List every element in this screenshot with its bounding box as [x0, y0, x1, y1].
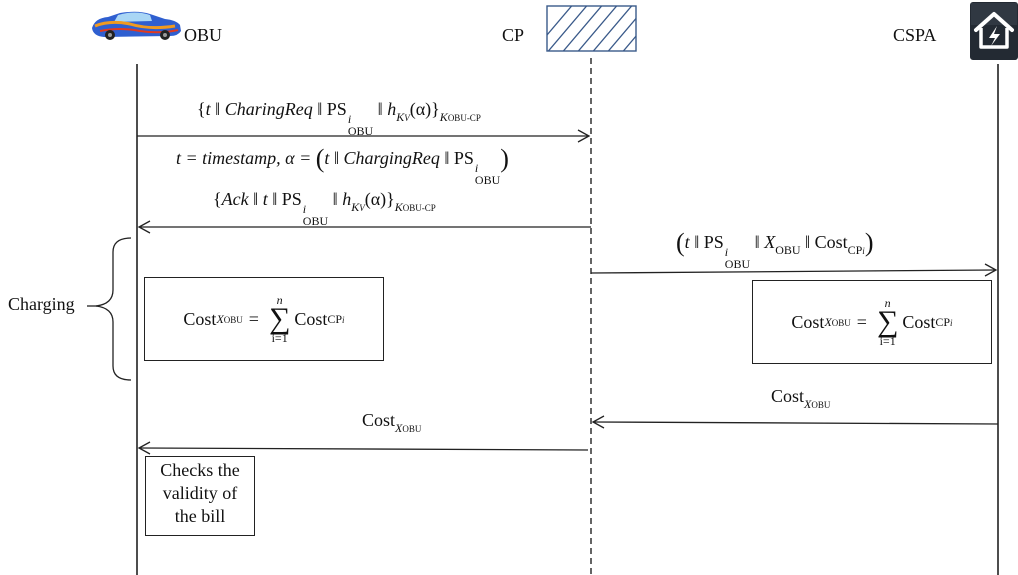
arrow-cp-to-obu-cost: [139, 442, 588, 454]
checks-line-3: the bill: [146, 505, 254, 528]
charging-label: Charging: [8, 294, 75, 315]
charging-brace: [96, 238, 131, 380]
message-note-alpha-definition: t = timestamp, α = (t ‖ ChargingReq ‖ PS…: [176, 146, 509, 186]
message-cspa-to-cp-cost: CostXOBU: [771, 387, 830, 410]
hatched-box-icon: [530, 2, 665, 55]
cspa-label: CSPA: [893, 25, 936, 46]
checks-validity-box: Checks the validity of the bill: [145, 456, 255, 536]
message-cp-to-obu-cost: CostXOBU: [362, 411, 421, 434]
summation: n ∑ i=1: [877, 297, 898, 347]
summation: n ∑ i=1: [269, 294, 290, 344]
cp-label: CP: [502, 25, 524, 46]
checks-line-2: validity of: [146, 482, 254, 505]
car-icon: [92, 12, 181, 40]
house-lightning-icon: [970, 2, 1018, 60]
obu-label: OBU: [184, 25, 222, 46]
arrow-cspa-to-cp-cost: [593, 416, 998, 428]
checks-line-1: Checks the: [146, 459, 254, 482]
